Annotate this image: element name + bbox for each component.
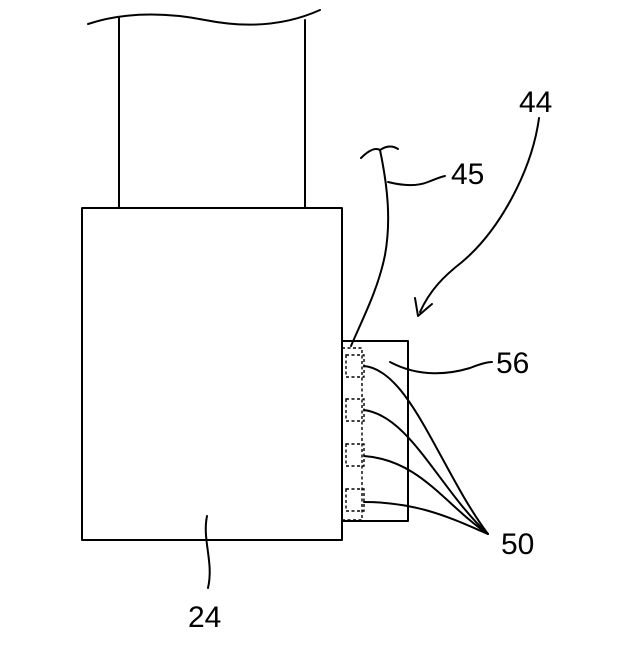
inner-board [342,348,362,520]
leader-24 [206,516,210,588]
leader-44 [420,118,539,312]
label-45: 45 [451,158,484,191]
label-56: 56 [496,347,529,380]
cable [351,150,388,346]
label-50: 50 [501,528,534,561]
leader-50-1 [364,366,488,534]
label-44: 44 [519,86,552,119]
shaft-break-line [88,10,320,25]
main-body [82,208,342,540]
leader-45 [388,176,445,185]
leader-56 [390,362,492,373]
label-24: 24 [188,601,221,634]
leader-50-3 [364,456,488,534]
leaders-50 [364,366,488,534]
shaft [88,10,320,208]
